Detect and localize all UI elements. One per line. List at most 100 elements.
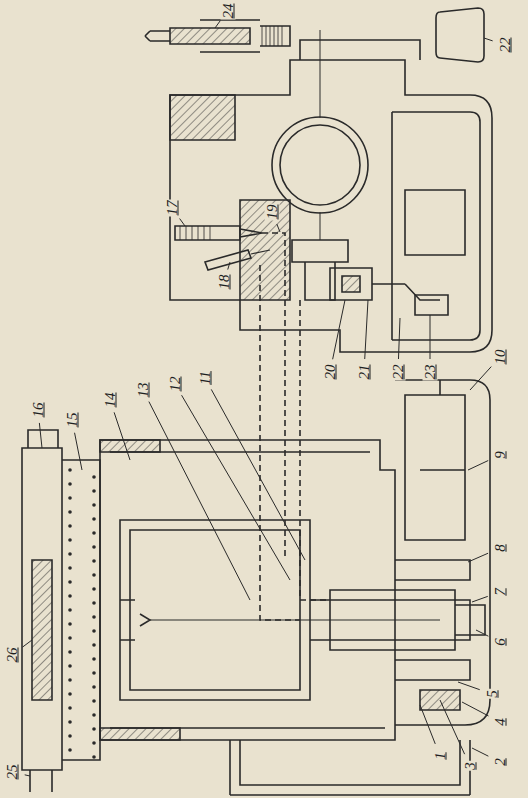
callout-number: 17 [165,200,180,217]
callout-number: 3 [463,761,478,771]
coil-dot [92,559,96,563]
leader-line [277,224,280,232]
leader-line [114,412,130,460]
callout-number: 22 [498,37,513,54]
coil-dot [68,664,72,668]
coil-dot [92,671,96,675]
leader-line [25,775,30,776]
coil-dot [68,650,72,654]
coil-dot [68,566,72,570]
leader-line [215,21,220,28]
callout-number: 8 [493,543,508,553]
leader-line [462,702,488,716]
callout-number: 5 [485,689,500,699]
leader-line [75,433,82,470]
callout-number: 6 [493,637,508,647]
coil-dot [68,510,72,514]
coil-dot [68,748,72,752]
callout-number: 20 [323,364,338,381]
coil-dot [68,538,72,542]
leader-line [180,219,185,226]
coil-dot [68,552,72,556]
callout-number: 11 [198,370,213,386]
leader-line [484,38,493,41]
leader-line [211,389,305,560]
spring-coil [68,468,96,759]
coil-dot [92,587,96,591]
coil-dot [92,601,96,605]
callout-number: 12 [168,376,183,393]
coil-dot [92,657,96,661]
leader-line [476,630,488,636]
callout-number: 7 [493,587,508,597]
coil-dot [92,699,96,703]
callout-number: 9 [493,450,508,460]
leader-line [458,682,480,690]
coil-dot [92,545,96,549]
leader-line [228,262,230,270]
leader-line [472,748,488,756]
callout-number: 25 [5,764,20,781]
leader-line [430,315,431,359]
coil-dot [68,468,72,472]
callout-number: 24 [221,2,236,19]
callout-number: 21 [357,364,372,381]
coil-dot [92,685,96,689]
coil-dot [92,615,96,619]
callout-number: 22 [391,364,406,381]
callout-number: 26 [5,647,20,664]
callout-number: 10 [493,349,508,366]
coil-dot [68,720,72,724]
coil-dot [68,692,72,696]
callout-number: 16 [31,402,46,419]
leader-line [22,640,32,647]
leader-line [420,705,435,744]
coil-dot [68,734,72,738]
coil-dot [92,629,96,633]
coil-dot [68,622,72,626]
callout-number: 4 [493,717,508,727]
coil-dot [92,531,96,535]
callout-number: 19 [265,204,280,221]
coil-dot [92,713,96,717]
leader-line [149,402,250,600]
coil-dot [92,475,96,479]
coil-dot [92,741,96,745]
leader-line [333,300,345,359]
leader-line [39,423,42,448]
leader-line [468,461,488,470]
leader-line [440,700,465,754]
coil-dot [68,678,72,682]
coil-dot [92,503,96,507]
coil-dot [92,727,96,731]
callout-number: 14 [103,392,118,409]
coil-dot [68,524,72,528]
coil-dot [68,706,72,710]
drawing-lines [22,8,492,795]
callout-number: 23 [423,364,438,381]
callout-number: 15 [65,412,80,429]
coil-dot [92,643,96,647]
coil-dot [92,517,96,521]
leader-line [365,300,368,359]
leader-line [182,395,290,580]
coil-dot [92,489,96,493]
coil-dot [68,496,72,500]
coil-dot [68,594,72,598]
leader-line [398,318,400,359]
leader-line [472,596,488,602]
callout-number: 18 [217,274,232,291]
callout-number: 13 [136,382,151,399]
callout-number: 1 [433,751,448,761]
coil-dot [68,482,72,486]
coil-dot [68,636,72,640]
coil-dot [68,580,72,584]
coil-dot [92,755,96,759]
leader-line [470,367,491,390]
leader-line [468,553,488,562]
coil-dot [68,608,72,612]
callout-number: 2 [493,757,508,767]
coil-dot [92,573,96,577]
